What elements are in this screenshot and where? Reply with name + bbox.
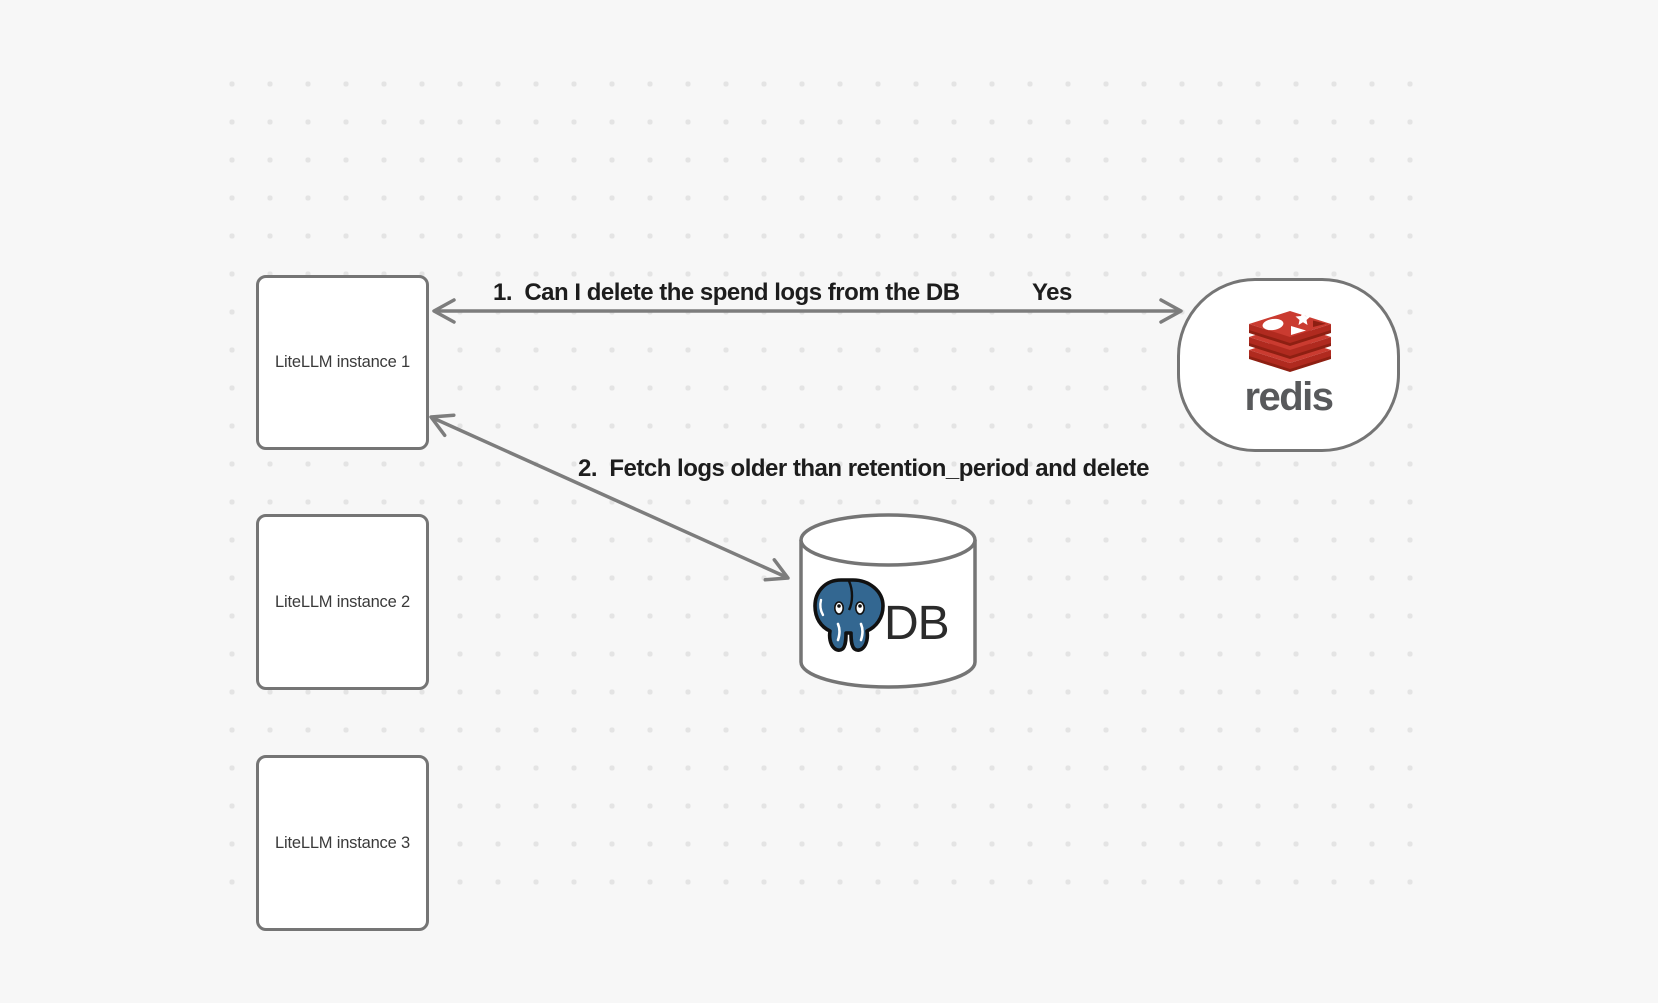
redis-wordmark: redis	[1244, 375, 1334, 419]
postgresql-elephant-icon	[813, 578, 885, 652]
node-label: LiteLLM instance 3	[275, 833, 410, 852]
connector-1-arrow[interactable]	[432, 298, 1183, 324]
db-label: DB	[884, 597, 950, 650]
cylinder-shape	[799, 513, 977, 689]
connector-2-label[interactable]: 2. Fetch logs older than retention_perio…	[578, 455, 1149, 482]
node-litellm-instance-3[interactable]: LiteLLM instance 3	[256, 755, 429, 931]
node-redis[interactable]: redis	[1177, 278, 1400, 452]
node-database-cylinder[interactable]: DB	[798, 512, 979, 690]
connector-1-label[interactable]: 1. Can I delete the spend logs from the …	[493, 279, 960, 306]
node-litellm-instance-1[interactable]: LiteLLM instance 1	[256, 275, 429, 450]
node-label: LiteLLM instance 1	[275, 353, 410, 371]
node-label: LiteLLM instance 2	[275, 592, 410, 611]
redis-stack-icon	[1248, 311, 1331, 372]
node-litellm-instance-2[interactable]: LiteLLM instance 2	[256, 514, 429, 690]
connector-1-answer-label[interactable]: Yes	[1032, 279, 1072, 306]
connector-2-arrow[interactable]	[429, 413, 790, 582]
